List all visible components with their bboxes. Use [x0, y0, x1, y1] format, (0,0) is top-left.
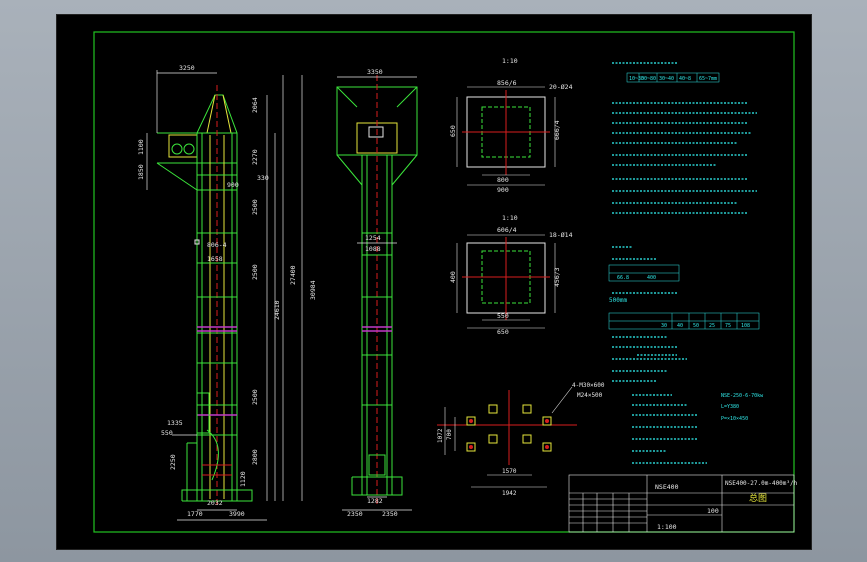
dim-overall-3: 30984 [309, 280, 317, 300]
base-inner: 1570 [502, 468, 517, 475]
mid-cell-6: 108 [741, 323, 750, 329]
side-top-width: 3350 [367, 68, 383, 76]
base-plan-detail: 4-M30×600 M24×500 1072 700 1570 1942 [437, 382, 605, 497]
dim-small-1: 900 [227, 181, 239, 189]
dim-right-6: 2800 [251, 449, 259, 465]
side-bottom-2: 2350 [347, 510, 363, 518]
base-outer: 1942 [502, 490, 517, 497]
dim-small-5: 1335 [167, 419, 183, 427]
inner-frame [93, 31, 795, 533]
side-bottom-3: 2350 [382, 510, 398, 518]
flange-top-top: 856/6 [497, 79, 517, 87]
dim-right-7: 1120 [239, 471, 247, 487]
side-dim-texts: 3350 1254 1088 1282 2350 2350 [347, 68, 398, 518]
title-scale: 1:100 [657, 523, 677, 531]
flange-top-scale: 1:10 [502, 57, 518, 65]
elevator-side-view [336, 75, 418, 505]
dim-left-2: 1850 [137, 164, 145, 180]
dim-small-6: 550 [161, 429, 173, 437]
dim-top-width: 3250 [179, 64, 195, 72]
spec-3: P=×10×450 [721, 416, 748, 422]
mid-cell-1: 30 [661, 323, 667, 329]
dim-right-2: 2270 [251, 149, 259, 165]
side-mid-2: 1088 [365, 245, 381, 253]
front-dim-texts: 3250 2064 2270 2500 2500 2500 2800 1120 … [137, 64, 317, 518]
dim-small-3: 806-4 [207, 241, 227, 249]
dim-overall-1: 24610 [273, 300, 281, 320]
side-mid-1: 1254 [365, 234, 381, 242]
title-qty: 100 [707, 507, 719, 515]
side-bottom-1: 1282 [367, 497, 383, 505]
title-model-left: NSE400 [655, 483, 679, 491]
note-scribble-lines [612, 62, 757, 464]
flange-bottom-scale: 1:10 [502, 214, 518, 222]
flange-bottom-outer: 650 [497, 328, 509, 336]
dim-bottom-2: 1770 [187, 510, 203, 518]
tech-cell-4: 40~8 [679, 76, 691, 82]
dim-right-1: 2064 [251, 97, 259, 113]
dim-right-3: 2500 [251, 199, 259, 215]
base-sub-label: M24×500 [577, 392, 603, 399]
flange-top-outer: 900 [497, 186, 509, 194]
tech-cell-3: 30~40 [659, 76, 674, 82]
mid-cell-3: 50 [693, 323, 699, 329]
dim-bottom-1: 2032 [207, 499, 223, 507]
flange-top-inner: 800 [497, 176, 509, 184]
title-block-texts: NSE400 NSE400-27.0m-400m³/h 总图 100 1:100 [655, 480, 798, 531]
dim-small-4: 1658 [207, 255, 223, 263]
dim-right-4: 2500 [251, 264, 259, 280]
flange-bottom-top: 606/4 [497, 226, 517, 234]
note-500: 500mm [609, 297, 627, 304]
base-left2: 700 [446, 429, 453, 440]
flange-bottom-inner: 550 [497, 312, 509, 320]
dim-overall-2: 27400 [289, 265, 297, 285]
flange-top-left: 650 [449, 125, 457, 137]
tech-cell-5: 65~7mm [699, 76, 717, 82]
flange-bottom-right: 456/3 [553, 267, 561, 287]
elevator-front-view [156, 85, 253, 505]
dim-small-2: 330 [257, 174, 269, 182]
tech-cell-1: 10~30 [629, 76, 644, 82]
spec-2: L=Y380 [721, 404, 739, 410]
mid-cell-4: 25 [709, 323, 715, 329]
dim-right-5: 2500 [251, 389, 259, 405]
drawing-canvas: 3250 2064 2270 2500 2500 2500 2800 1120 … [93, 31, 798, 533]
mid-cell-5: 75 [725, 323, 731, 329]
title-block [568, 474, 795, 533]
front-dimensions [146, 70, 303, 521]
title-drawing-name: 总图 [749, 492, 767, 504]
dim-left-1: 1100 [137, 139, 145, 155]
technical-notes: 10~30 30~80 30~40 40~8 65~7mm 66.8 400 3… [608, 72, 764, 422]
model-cell-2: 400 [647, 275, 656, 281]
model-cell-1: 66.8 [617, 275, 629, 281]
drawing-sheet[interactable]: 3250 2064 2270 2500 2500 2500 2800 1120 … [56, 14, 812, 550]
dim-bottom-3: 3990 [229, 510, 245, 518]
flange-bottom-detail: 1:10 606/4 18-Ø14 400 456/3 550 650 [449, 214, 573, 336]
flange-top-detail: 1:10 856/6 20-Ø24 650 666/4 800 900 [449, 57, 573, 194]
flange-bottom-left: 400 [449, 271, 457, 283]
flange-bottom-hole: 18-Ø14 [549, 231, 573, 239]
side-dimensions [337, 76, 417, 511]
flange-top-right: 666/4 [553, 120, 561, 140]
title-model-right: NSE400-27.0m-400m³/h [725, 480, 798, 487]
mid-cell-2: 40 [677, 323, 683, 329]
base-left: 1072 [437, 428, 444, 443]
spec-1: NSE-250-6-70kw [721, 393, 764, 399]
flange-top-hole: 20-Ø24 [549, 83, 573, 91]
tech-cell-2: 30~80 [641, 76, 656, 82]
base-hole-label: 4-M30×600 [572, 382, 605, 389]
dim-small-7: 2250 [169, 454, 177, 470]
